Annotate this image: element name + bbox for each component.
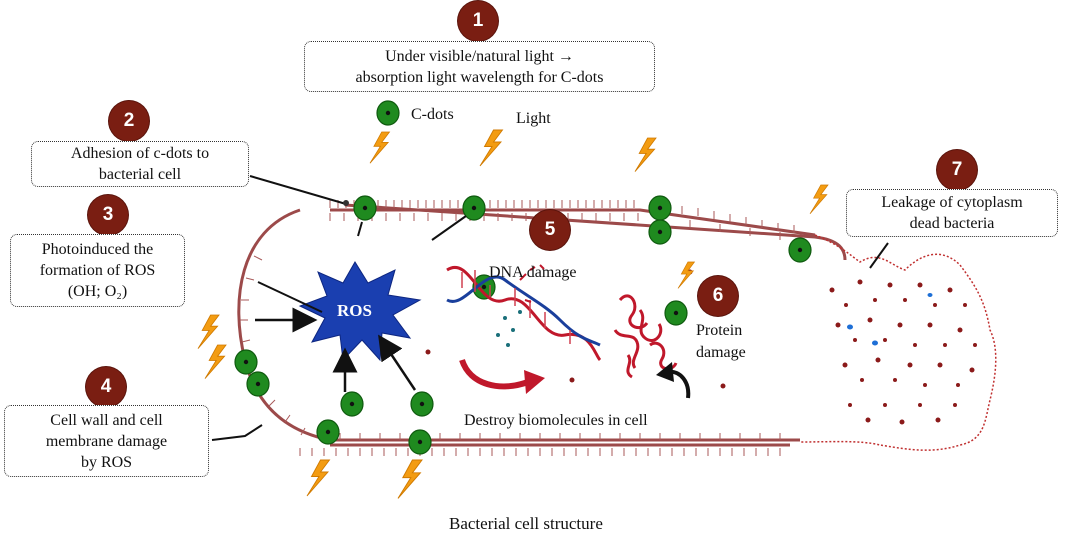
ros-arrows <box>255 307 417 392</box>
dna-damage-label: DNA damage <box>489 264 577 281</box>
protein-damage-label-1: Protein <box>696 322 743 339</box>
step-4-line-1: Cell wall and cell <box>50 411 163 429</box>
protein-damage-label-2: damage <box>696 344 746 361</box>
step-5-badge: 5 <box>530 210 570 250</box>
step-7-line-1: Leakage of cytoplasm <box>881 194 1023 211</box>
step-4-badge: 4 <box>86 367 126 407</box>
caption: Bacterial cell structure <box>449 514 603 533</box>
step-7-box: Leakage of cytoplasm dead bacteria <box>846 189 1058 237</box>
step-7-line-2: dead bacteria <box>909 215 995 232</box>
step-6-badge: 6 <box>698 276 738 316</box>
destroy-label: Destroy biomolecules in cell <box>464 412 648 429</box>
cytoplasm-blue-dots <box>847 293 933 346</box>
red-curved-arrow <box>459 358 545 394</box>
step-1-line-1: Under visible/natural light → <box>385 47 574 65</box>
step-3-box: Photoinduced the formation of ROS (OH; O… <box>10 234 185 307</box>
step-4-box: Cell wall and cell membrane damage by RO… <box>4 405 209 477</box>
cdots-label: C-dots <box>411 106 454 123</box>
step-3-line-3: (OH; O₂) <box>67 283 128 300</box>
step-1-line-2: absorption light wavelength for C-dots <box>355 68 604 86</box>
step-2-box: Adhesion of c-dots to bacterial cell <box>31 141 249 187</box>
step-4-line-3: by ROS <box>80 453 133 471</box>
pointer-lines <box>211 175 889 441</box>
step-7-badge: 7 <box>937 150 977 190</box>
step-2-line-2: bacterial cell <box>98 166 182 183</box>
protein-fragments <box>613 294 678 379</box>
light-label: Light <box>516 110 551 127</box>
dna-helix <box>446 266 602 362</box>
step-3-line-2: formation of ROS <box>39 262 156 279</box>
ros-label: ROS <box>337 301 372 320</box>
black-curved-arrow <box>656 362 691 399</box>
step-2-badge: 2 <box>109 101 149 141</box>
dna-fragments <box>496 264 545 347</box>
step-1-box: Under visible/natural light → absorption… <box>304 41 655 92</box>
lightning-bolts <box>197 129 829 499</box>
step-4-line-2: membrane damage <box>45 432 168 450</box>
cytoplasm-dots <box>425 269 977 425</box>
step-3-badge: 3 <box>88 195 128 235</box>
step-3-line-1: Photoinduced the <box>41 241 154 258</box>
adhesion-point <box>343 200 349 206</box>
step-1-badge: 1 <box>458 1 498 41</box>
ros-star <box>298 261 422 362</box>
step-2-line-1: Adhesion of c-dots to <box>70 145 210 162</box>
